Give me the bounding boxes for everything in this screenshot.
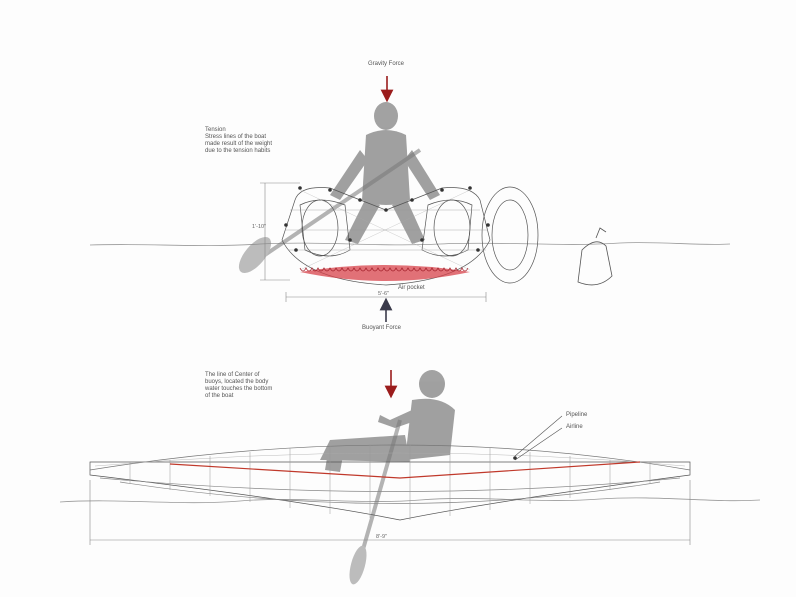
center-of-buoys-note: The line of Center of buoys, located the… <box>205 372 273 399</box>
length-dimension <box>89 480 691 545</box>
person-silhouette-top <box>330 102 440 244</box>
sandbag <box>577 227 613 286</box>
air-pocket-label: Air pocket <box>398 285 425 291</box>
airline-label: Airline <box>566 424 583 430</box>
leader-lines <box>514 415 563 461</box>
person-silhouette-side <box>320 370 455 472</box>
buoyant-force-label: Buoyant Force <box>362 325 402 331</box>
kayak-hull-side <box>89 444 691 521</box>
bottom-section <box>59 370 761 585</box>
boat-front-view <box>281 186 539 286</box>
length-dim-label: 8'-9" <box>376 534 387 540</box>
height-dim-label: 1'-10" <box>252 224 267 230</box>
width-dimension <box>285 292 487 302</box>
top-section <box>89 76 731 322</box>
stress-line-side <box>169 461 641 479</box>
tension-note: Tension Stress lines of the boat made re… <box>205 127 273 154</box>
air-pocket-springs <box>299 267 469 272</box>
width-dim-label: 5'-6" <box>378 291 389 297</box>
gravity-force-label: Gravity Force <box>368 61 405 67</box>
tension-nodes <box>284 186 490 252</box>
water-line-top <box>89 242 731 246</box>
water-line-side <box>59 497 761 504</box>
pipeline-label: Pipeline <box>566 412 588 418</box>
pipeline-node <box>513 456 517 460</box>
air-pocket-shape <box>300 265 470 281</box>
hull-ribs <box>129 444 651 520</box>
height-dimension <box>260 182 300 281</box>
